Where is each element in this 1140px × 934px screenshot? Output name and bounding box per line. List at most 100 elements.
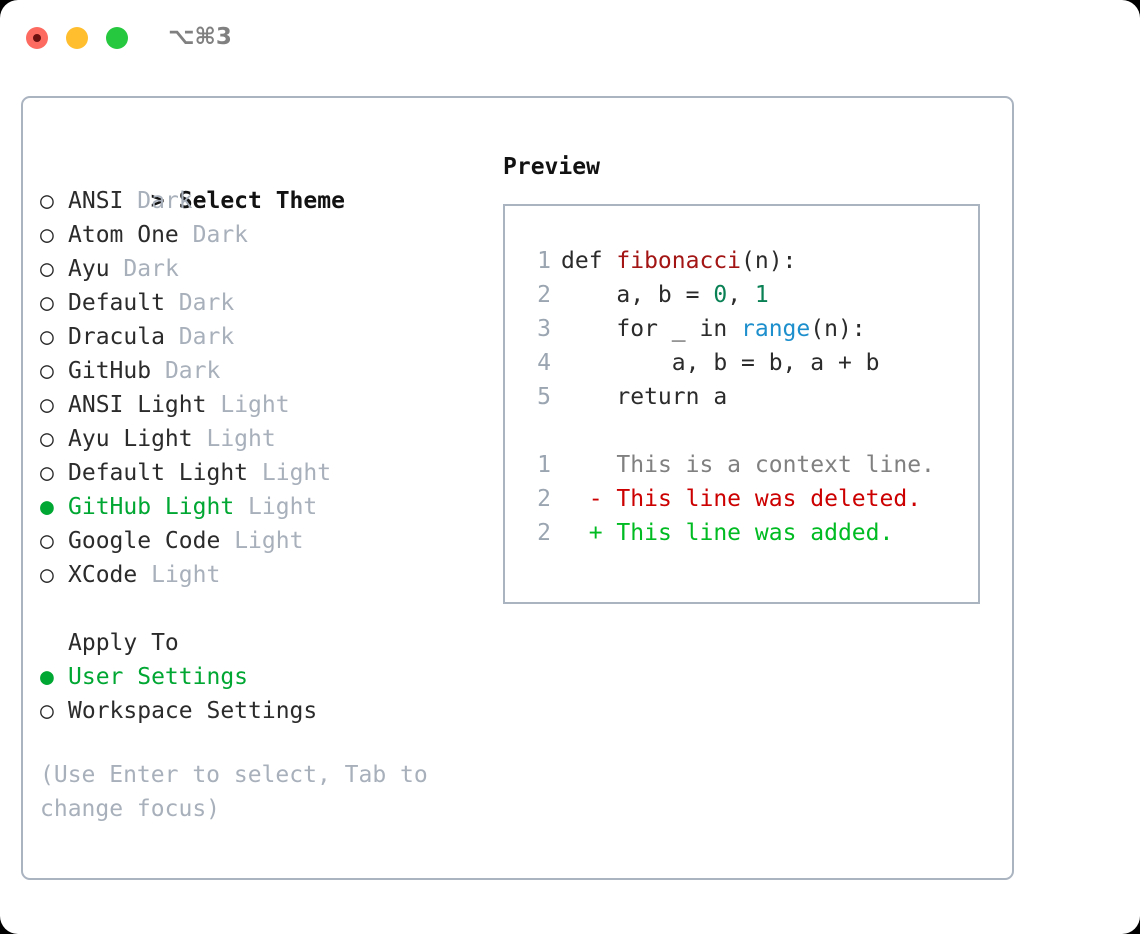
section-spacer — [40, 592, 480, 626]
diff-line: 1 This is a context line. — [505, 448, 978, 482]
theme-option-label: Dracula — [68, 324, 165, 350]
diff-line-number: 2 — [537, 486, 551, 512]
theme-option-label: GitHub — [68, 358, 152, 384]
theme-option-category: Light — [234, 528, 304, 554]
theme-option-ansi[interactable]: ○ ANSI Dark — [40, 184, 480, 218]
theme-option-label: Atom One — [68, 222, 179, 248]
diff-marker: - — [588, 486, 603, 512]
apply-option-label: Workspace Settings — [68, 698, 318, 724]
window-controls — [26, 27, 128, 49]
diff-text: This is a context line. — [602, 452, 935, 478]
theme-option-category: Dark — [192, 222, 249, 248]
theme-option-dracula[interactable]: ○ Dracula Dark — [40, 320, 480, 354]
code-line: 2 a, b = 0, 1 — [505, 278, 978, 312]
code-line-number: 5 — [537, 384, 551, 410]
apply-to-list: ● User Settings ○ Workspace Settings — [40, 660, 480, 728]
radio-unselected-icon: ○ — [40, 290, 54, 316]
code-line-number: 4 — [537, 350, 551, 376]
theme-option-category: Dark — [178, 324, 235, 350]
preview-heading: Preview — [503, 154, 600, 180]
code-token-num: 0 — [713, 282, 728, 308]
radio-selected-icon: ● — [40, 494, 54, 520]
apply-option-label: User Settings — [68, 664, 249, 690]
theme-option-google-code[interactable]: ○ Google Code Light — [40, 524, 480, 558]
code-line-number: 2 — [537, 282, 551, 308]
theme-option-atom-one[interactable]: ○ Atom One Dark — [40, 218, 480, 252]
code-diff-separator — [505, 414, 978, 448]
theme-option-label: Default — [68, 290, 165, 316]
diff-line-number: 1 — [537, 452, 551, 478]
code-token-num: 1 — [754, 282, 769, 308]
theme-option-label: XCode — [68, 562, 138, 588]
diff-text: This line was deleted. — [602, 486, 922, 512]
radio-unselected-icon: ○ — [40, 698, 54, 724]
diff-line-number: 2 — [537, 520, 551, 546]
theme-option-github[interactable]: ○ GitHub Dark — [40, 354, 480, 388]
code-line: 4 a, b = b, a + b — [505, 346, 978, 380]
diff-text: This line was added. — [602, 520, 894, 546]
diff-line: 2 + This line was added. — [505, 516, 978, 550]
diff-marker — [589, 452, 603, 478]
code-token-builtin: range — [741, 316, 811, 342]
theme-option-default[interactable]: ○ Default Dark — [40, 286, 480, 320]
code-token-plain: def — [561, 248, 617, 274]
radio-unselected-icon: ○ — [40, 256, 54, 282]
theme-option-ayu[interactable]: ○ Ayu Dark — [40, 252, 480, 286]
radio-unselected-icon: ○ — [40, 562, 54, 588]
radio-unselected-icon: ○ — [40, 528, 54, 554]
radio-unselected-icon: ○ — [40, 324, 54, 350]
theme-option-github-light[interactable]: ●GitHub Light Light — [40, 490, 480, 524]
theme-option-ayu-light[interactable]: ○Ayu Light Light — [40, 422, 480, 456]
keyboard-shortcut-label: ⌥⌘3 — [168, 24, 232, 50]
code-token-plain: a, b = — [561, 282, 714, 308]
theme-option-label: GitHub Light — [68, 494, 235, 520]
code-token-plain: return a — [561, 384, 728, 410]
theme-selector-column: >Select Theme ○ANSI Dark○Atom One Dark○A… — [40, 150, 480, 826]
main-panel: >Select Theme ○ANSI Dark○Atom One Dark○A… — [21, 96, 1014, 880]
theme-option-category: Light — [151, 562, 221, 588]
theme-option-label: Ayu Light — [68, 426, 193, 452]
close-button[interactable] — [26, 27, 48, 49]
theme-option-label: ANSI — [68, 188, 124, 214]
theme-option-default-light[interactable]: ○Default Light Light — [40, 456, 480, 490]
theme-option-label: Ayu — [68, 256, 110, 282]
theme-option-label: ANSI Light — [68, 392, 207, 418]
apply-option-workspace-settings[interactable]: ○ Workspace Settings — [40, 694, 480, 728]
theme-option-category: Dark — [178, 290, 235, 316]
title-bar: ⌥⌘3 — [0, 0, 1140, 78]
theme-option-category: Light — [206, 426, 276, 452]
diff-gutter-space — [561, 520, 589, 546]
minimize-button[interactable] — [66, 27, 88, 49]
theme-option-category: Dark — [123, 256, 179, 282]
radio-selected-icon: ● — [40, 664, 54, 690]
theme-option-category: Dark — [137, 188, 193, 214]
theme-option-category: Light — [261, 460, 332, 486]
theme-option-label: Google Code — [68, 528, 221, 554]
theme-list: ○ANSI Dark○Atom One Dark○Ayu Dark○Defaul… — [40, 184, 480, 592]
code-token-plain: (n): — [810, 316, 866, 342]
radio-unselected-icon: ○ — [40, 222, 54, 248]
diff-marker: + — [588, 520, 603, 546]
code-token-plain: , — [727, 282, 755, 308]
radio-unselected-icon: ○ — [40, 460, 54, 486]
apply-option-user-settings[interactable]: ● User Settings — [40, 660, 480, 694]
theme-option-category: Dark — [164, 358, 221, 384]
code-line-number: 1 — [537, 248, 551, 274]
code-line: 3 for _ in range(n): — [505, 312, 978, 346]
select-theme-heading: >Select Theme — [40, 150, 480, 214]
code-token-plain: for _ in — [561, 316, 742, 342]
radio-unselected-icon: ○ — [40, 392, 54, 418]
zoom-button[interactable] — [106, 27, 128, 49]
code-token-plain: (n): — [741, 248, 797, 274]
diff-gutter-space — [561, 486, 589, 512]
code-line-number: 3 — [537, 316, 551, 342]
radio-unselected-icon: ○ — [40, 358, 54, 384]
theme-option-ansi-light[interactable]: ○ANSI Light Light — [40, 388, 480, 422]
theme-option-xcode[interactable]: ○ XCode Light — [40, 558, 480, 592]
radio-unselected-icon: ○ — [40, 188, 54, 214]
select-theme-title: Select Theme — [178, 188, 345, 214]
